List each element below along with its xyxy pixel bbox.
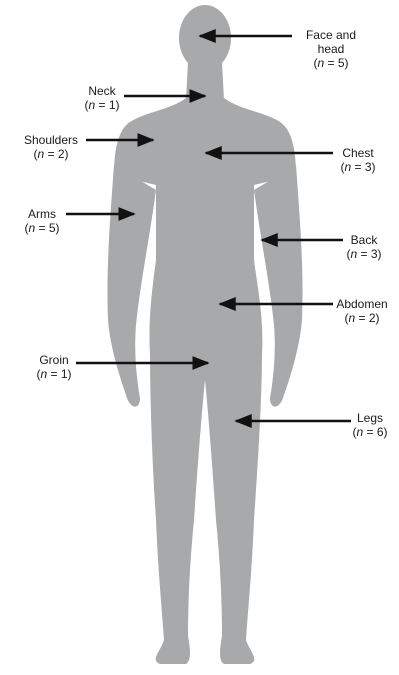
count-back: (n = 3) [336, 247, 392, 261]
label-abdomen-name: Abdomen [330, 297, 394, 311]
label-neck-name: Neck [76, 84, 128, 98]
count-chest: (n = 3) [330, 160, 386, 174]
label-chest-name: Chest [330, 146, 386, 160]
body-silhouette [107, 5, 302, 664]
label-shoulders-name: Shoulders [18, 133, 84, 147]
count-legs: (n = 6) [344, 425, 396, 439]
label-legs-name: Legs [344, 411, 396, 425]
legs-shape [150, 350, 262, 664]
count-shoulders: (n = 2) [18, 147, 84, 161]
label-groin: Groin (n = 1) [28, 353, 80, 381]
label-arms-name: Arms [18, 207, 66, 221]
label-arms: Arms (n = 5) [18, 207, 66, 235]
count-face-head: (n = 5) [298, 56, 364, 70]
count-abdomen: (n = 2) [330, 311, 394, 325]
label-abdomen: Abdomen (n = 2) [330, 297, 394, 325]
label-face-head-line1: Face and [298, 28, 364, 42]
count-neck: (n = 1) [76, 98, 128, 112]
left-arm-shape [107, 165, 156, 407]
label-back: Back (n = 3) [336, 233, 392, 261]
label-back-name: Back [336, 233, 392, 247]
label-legs: Legs (n = 6) [344, 411, 396, 439]
label-groin-name: Groin [28, 353, 80, 367]
label-neck: Neck (n = 1) [76, 84, 128, 112]
label-face-head-line2: head [298, 42, 364, 56]
count-arms: (n = 5) [18, 221, 66, 235]
label-face-head: Face and head (n = 5) [298, 28, 364, 70]
label-chest: Chest (n = 3) [330, 146, 386, 174]
count-groin: (n = 1) [28, 367, 80, 381]
head-shape [179, 5, 231, 71]
label-shoulders: Shoulders (n = 2) [18, 133, 84, 161]
neck-shape [186, 62, 224, 100]
